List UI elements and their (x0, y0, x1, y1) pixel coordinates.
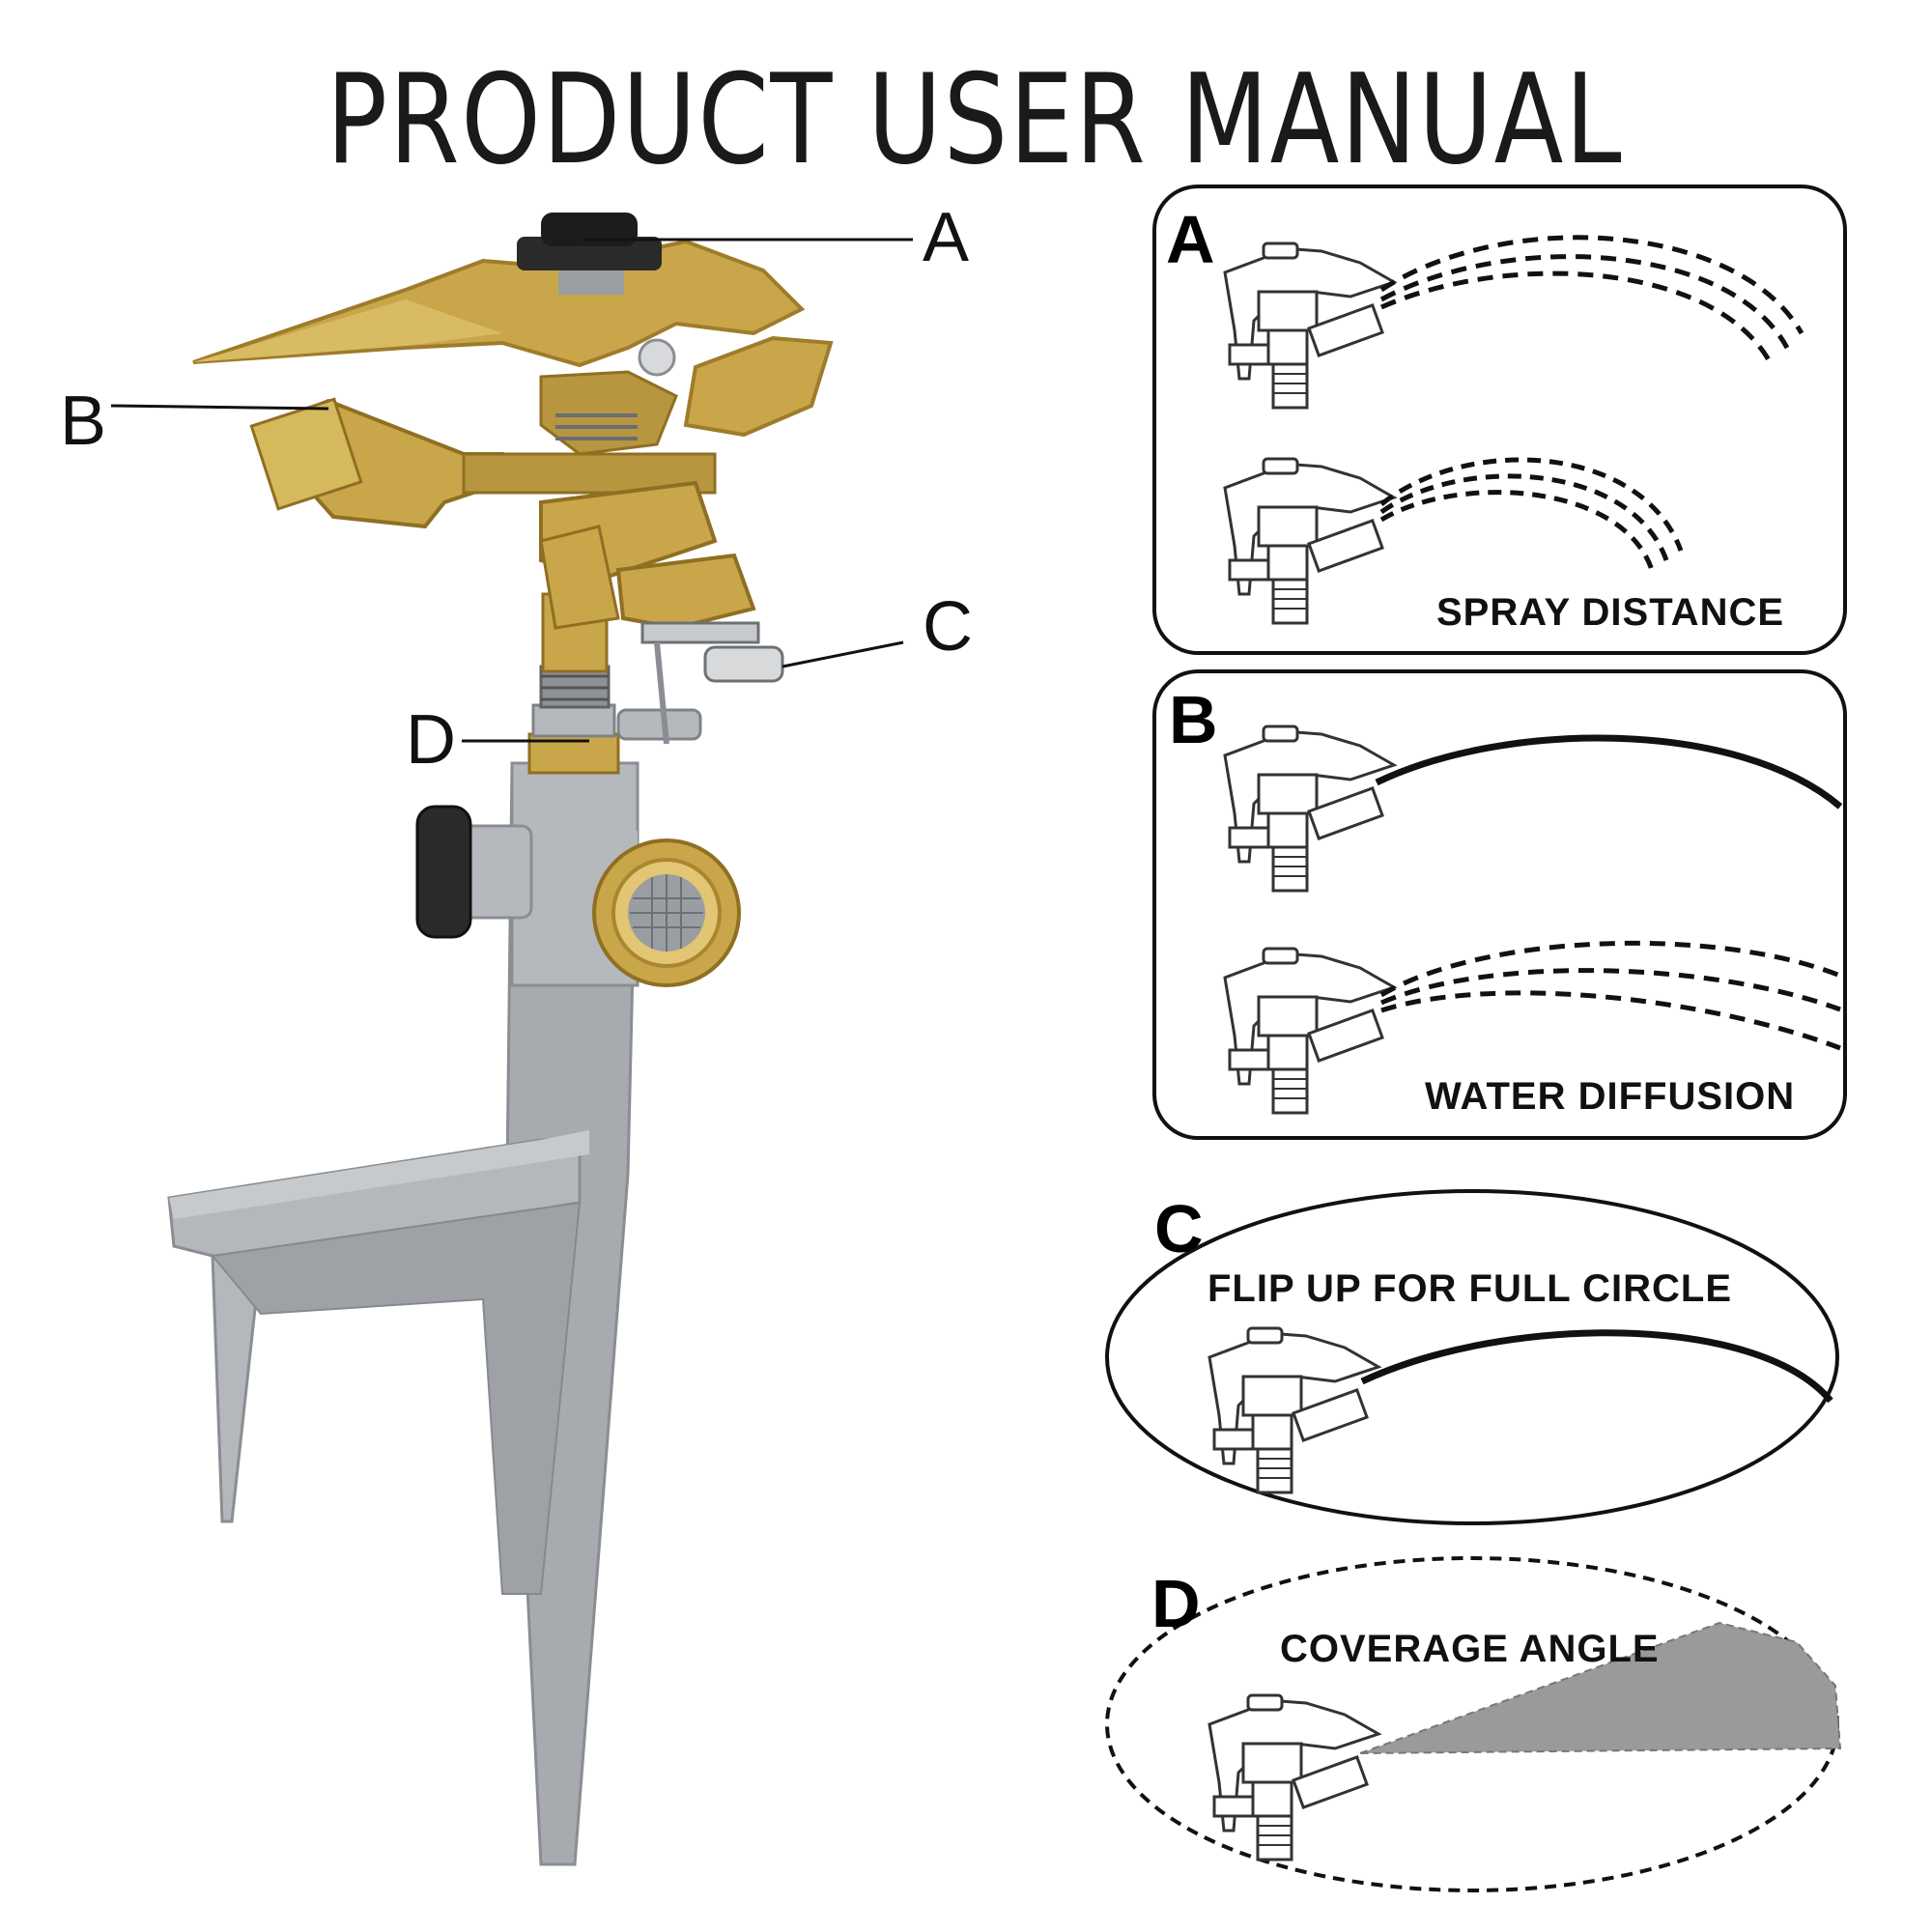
panel-d-letter: D (1151, 1566, 1201, 1641)
panel-c-letter: C (1154, 1191, 1204, 1266)
panel-a-frame (1152, 185, 1847, 655)
panel-b-caption: WATER DIFFUSION (1425, 1075, 1796, 1118)
callout-b: B (60, 383, 107, 460)
page-title: PRODUCT USER MANUAL (326, 48, 1624, 192)
panel-b-stream (1375, 734, 1843, 810)
callout-a: A (923, 199, 970, 276)
callout-d: D (406, 701, 456, 779)
leader-lines (110, 238, 913, 743)
panel-a-spray-long (1379, 235, 1804, 369)
panel-c-stream (1360, 1329, 1833, 1404)
callout-c: C (923, 588, 973, 666)
stake (167, 761, 639, 1866)
panel-a-caption: SPRAY DISTANCE (1436, 591, 1785, 634)
panel-c-caption: FLIP UP FOR FULL CIRCLE (1208, 1267, 1733, 1310)
panel-b-spray-diffused (1379, 940, 1841, 1051)
panel-a-spray-short (1379, 457, 1684, 571)
panel-d-caption: COVERAGE ANGLE (1280, 1628, 1660, 1670)
panel-a-letter: A (1166, 202, 1215, 277)
sprinkler-head (192, 213, 834, 745)
tee-connector (415, 761, 741, 987)
panel-d-coverage-wedge (1359, 1621, 1842, 1754)
panel-b-frame (1152, 669, 1847, 1140)
panel-b-letter: B (1169, 682, 1218, 757)
riser (527, 592, 702, 775)
